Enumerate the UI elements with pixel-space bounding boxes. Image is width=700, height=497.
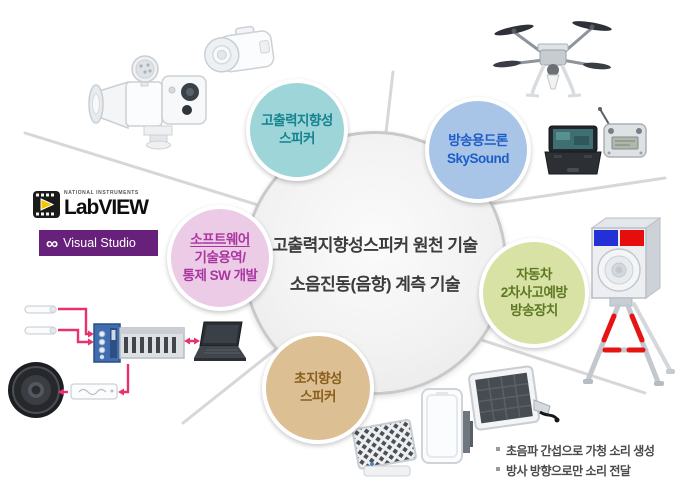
bubble-car-accident-prevention: 자동차 2차사고예방 방송장치 (479, 238, 589, 348)
bubble-label-line: 기술용역/ (194, 250, 246, 266)
bubble-label-line: 자동차 (516, 267, 552, 283)
note-item: 초음파 간섭으로 가청 소리 생성 (496, 442, 655, 459)
labview-logo: NATIONAL INSTRUMENTS LabVIEW (33, 190, 149, 219)
bubble-label-line: 스피커 (300, 389, 336, 404)
bubble-high-power-speaker: 고출력지향성 스피커 (246, 79, 348, 181)
labview-icon (33, 191, 60, 218)
notes-list: 초음파 간섭으로 가청 소리 생성 방사 방향으로만 소리 전달 (496, 442, 655, 479)
bubble-broadcast-drone: 방송용드론 SkySound (425, 97, 531, 203)
bubble-label-line: 소프트웨어 (190, 232, 250, 248)
note-text: 초음파 간섭으로 가청 소리 생성 (506, 444, 655, 458)
visual-studio-label: Visual Studio (63, 236, 136, 250)
labview-sub-label: NATIONAL INSTRUMENTS (64, 190, 139, 196)
subwoofer-icon (8, 362, 64, 418)
dark-panel-speaker-photo (468, 365, 560, 431)
core-title-line1: 고출력지향성스피커 원천 기술 (272, 236, 478, 255)
visual-studio-logo: ∞ Visual Studio (39, 230, 158, 256)
spoke-upper-left (23, 131, 302, 220)
measurement-chain-diagram (8, 305, 246, 418)
microphone-icon (24, 305, 57, 335)
bubble-label-line: 2차사고예방 (500, 285, 568, 301)
laptop-icon (194, 321, 246, 361)
patterned-panel-speaker-photo (351, 418, 417, 477)
horn-speaker-photo (204, 25, 275, 73)
bubble-software-service: 소프트웨어 기술용역/ 통제 SW 개발 (167, 205, 273, 311)
ptz-directional-speaker-photo (88, 55, 207, 150)
warning-speaker-tripod-photo (583, 217, 675, 386)
core-title-line2: 소음진동(음향) 계측 기술 (289, 275, 461, 294)
bubble-label-line: 초지향성 (294, 371, 342, 387)
daq-module-icon (93, 323, 185, 363)
bubble-label-line: 스피커 (279, 131, 315, 146)
bubble-label-line: 방송용드론 (448, 133, 508, 149)
bullet-square-icon (496, 447, 500, 451)
note-item: 방사 방향으로만 소리 전달 (496, 462, 654, 479)
rc-controller-photo (598, 107, 647, 158)
bubble-ultra-directional-speaker: 초지향성 스피커 (262, 332, 374, 444)
bubble-label-line: 통제 SW 개발 (182, 267, 258, 283)
quadcopter-drone-photo (493, 21, 612, 98)
bubble-label-line: 고출력지향성 (261, 113, 333, 129)
labview-brand-label: LabVIEW (64, 196, 149, 219)
ground-station-photo (544, 125, 602, 175)
amplifier-icon (70, 383, 118, 400)
bubble-label-line: SkySound (446, 151, 510, 166)
white-panel-speaker-photo (421, 388, 473, 464)
note-text: 방사 방향으로만 소리 전달 (506, 464, 631, 478)
visual-studio-icon: ∞ (46, 233, 59, 253)
bullet-square-icon (496, 467, 500, 471)
signal-arrow (58, 307, 196, 394)
bubble-label-line: 방송장치 (510, 302, 558, 318)
